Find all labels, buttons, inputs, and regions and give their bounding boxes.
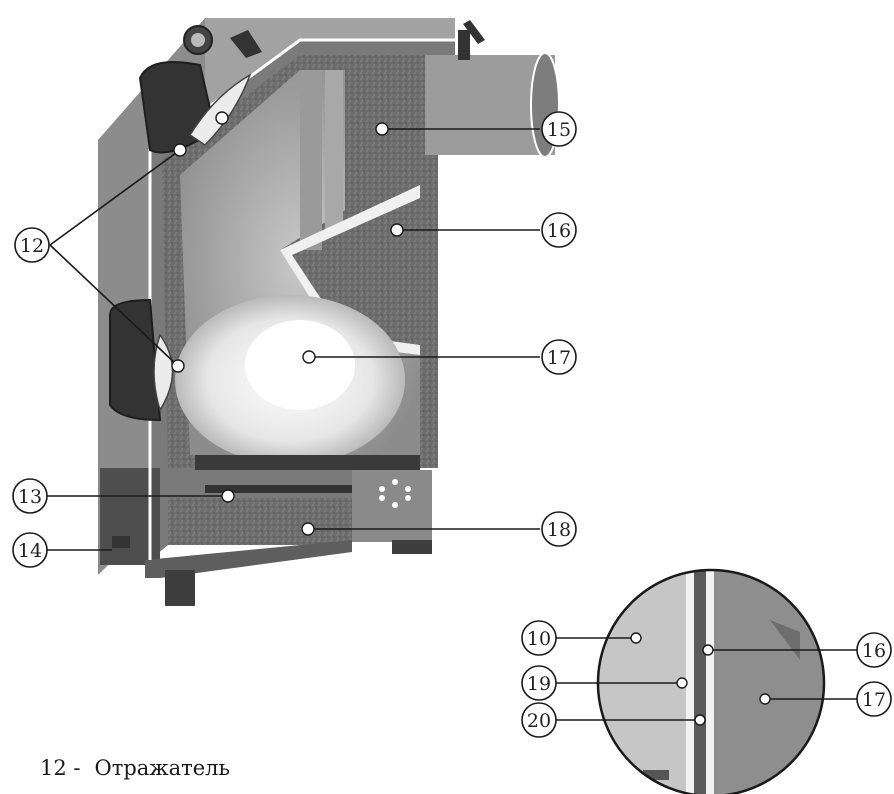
callout-13-label: 13 (18, 486, 42, 508)
legend-label: Отражатель (94, 756, 230, 780)
bottom-handle (112, 536, 130, 548)
base-frame (145, 540, 352, 578)
callout-15-label: 15 (547, 119, 571, 141)
detail-callout-20: 20 (521, 702, 557, 738)
flue-damper (458, 30, 470, 60)
flue-tube-2 (325, 70, 343, 230)
callout-17: 17 (541, 339, 577, 375)
flue-damper-handle (463, 20, 485, 44)
callout-12-label: 12 (20, 235, 44, 257)
callout-13: 13 (12, 478, 48, 514)
detail-leader-lines (556, 637, 857, 721)
detail-callout-19-label: 19 (527, 673, 551, 695)
detail-callout-19: 19 (521, 665, 557, 701)
flame-core (245, 320, 355, 410)
leader-lines (47, 128, 540, 551)
boiler-body (98, 18, 560, 606)
detail-callout-10: 10 (521, 620, 557, 656)
gauge-face (191, 33, 205, 47)
detail-tab (643, 770, 669, 780)
callout-14-label: 14 (18, 540, 42, 562)
callout-16-label: 16 (547, 220, 571, 242)
middle-door (109, 298, 162, 422)
detail-leader-dots (630, 632, 771, 726)
detail-dark-strip (694, 570, 706, 794)
legend-number: 12 - (40, 756, 81, 780)
callout-12: 12 (14, 227, 50, 263)
callout-18: 18 (541, 511, 577, 547)
legend-entry-12: 12 - Отражатель (40, 756, 230, 780)
callout-14: 14 (12, 532, 48, 568)
lower-block (352, 470, 432, 542)
ash-pan (168, 498, 352, 545)
detail-callout-10-label: 10 (527, 628, 551, 650)
callout-18-label: 18 (547, 519, 571, 541)
coal-bed (195, 455, 420, 470)
detail-white-strip-2 (706, 570, 714, 794)
grate (205, 485, 355, 493)
leader-dots (171, 111, 404, 536)
flue-tube-1 (300, 70, 322, 250)
detail-callout-16-label: 16 (862, 640, 886, 662)
top-handle-icon (230, 30, 262, 58)
upper-reflector (188, 73, 252, 146)
detail-inner-layer (714, 570, 824, 794)
detail-callout-17: 17 (856, 681, 892, 717)
detail-callout-20-label: 20 (527, 710, 551, 732)
detail-callout-16: 16 (856, 632, 892, 668)
foot-right (392, 540, 432, 554)
detail-callout-17-label: 17 (862, 689, 886, 711)
air-vent-holes (379, 479, 411, 508)
callout-16: 16 (541, 212, 577, 248)
detail-callouts: 10 19 20 16 17 (521, 620, 892, 738)
foot-left (165, 570, 195, 606)
detail-outer-layer (598, 570, 686, 794)
middle-reflector (153, 333, 174, 412)
callout-15: 15 (541, 111, 577, 147)
callout-17-label: 17 (547, 347, 571, 369)
wall-detail-magnifier (596, 568, 826, 794)
baffle-plate (280, 185, 420, 355)
detail-white-strip-1 (686, 570, 694, 794)
callouts: 12 13 14 15 16 17 18 (12, 111, 577, 568)
